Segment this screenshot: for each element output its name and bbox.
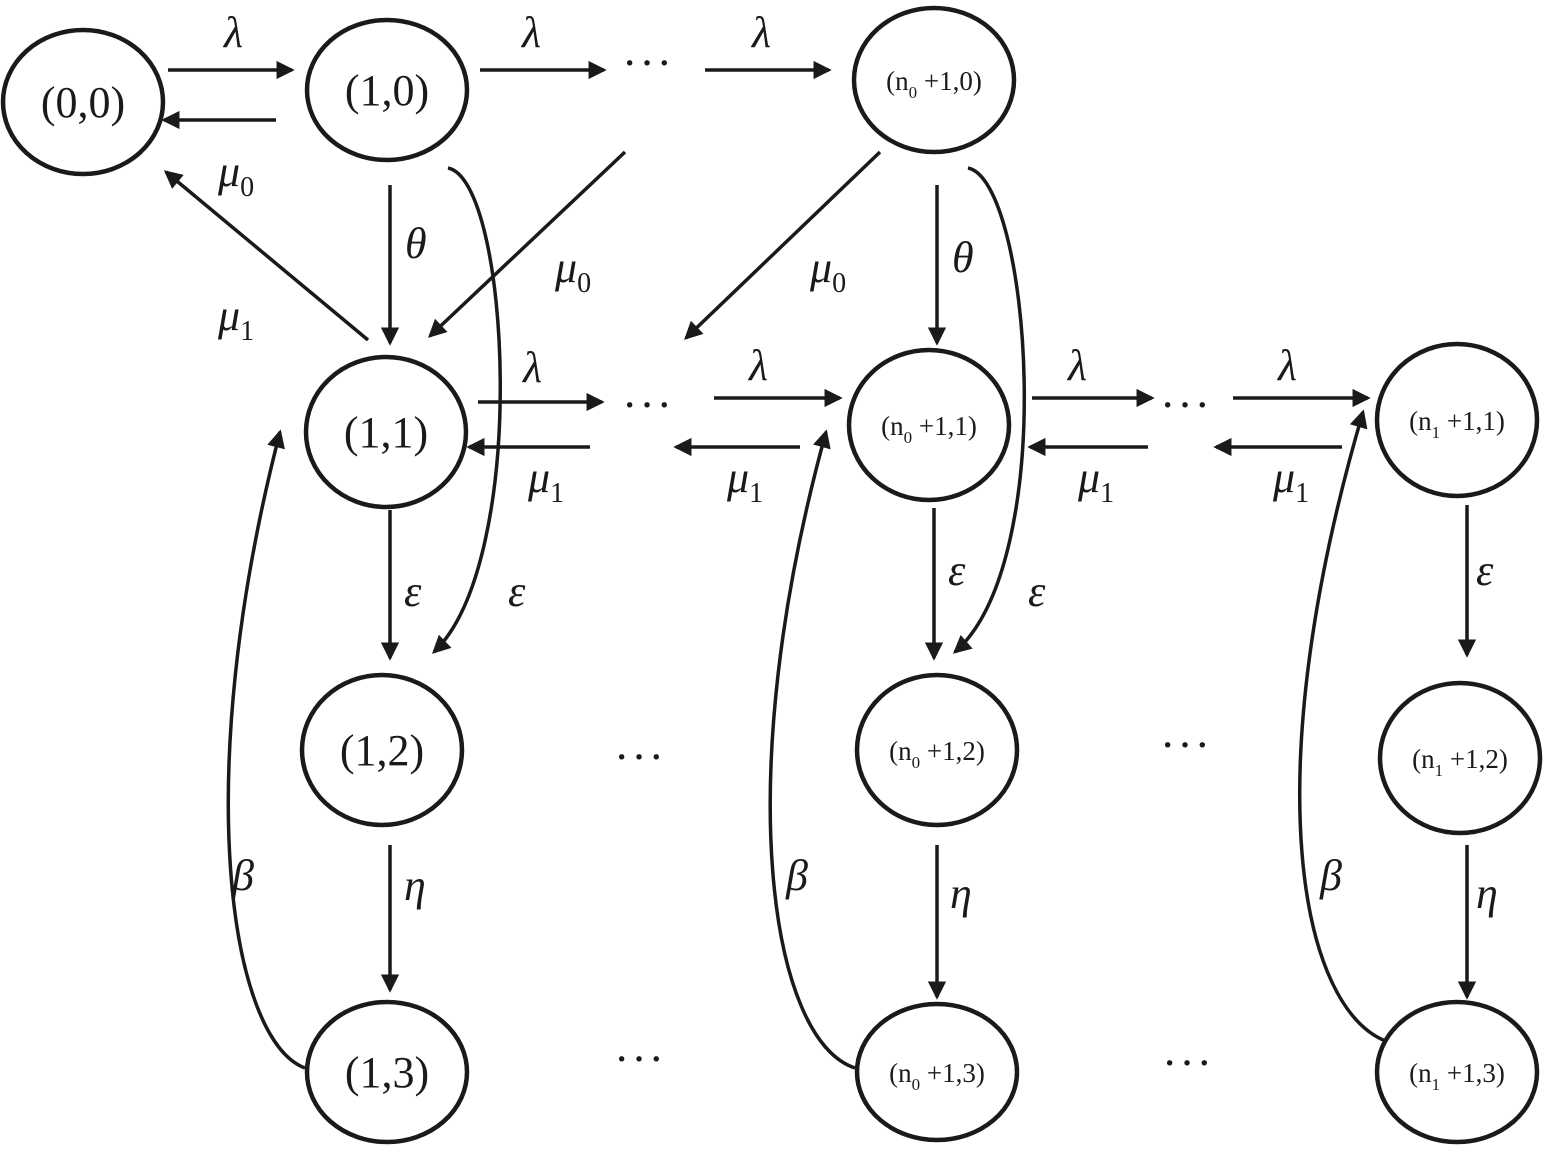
rate-mu1-1: μ1: [217, 291, 254, 347]
edge-11-to-00-mu1: [163, 170, 370, 342]
state-1-2-label: (1,2): [340, 726, 424, 775]
state-1-0-label: (1,0): [345, 66, 429, 115]
rate-lambda-6: λ: [1066, 341, 1087, 390]
rate-beta-3: β: [1319, 851, 1342, 900]
rate-epsilon-1: ε: [404, 567, 422, 616]
edge-n1-3-to-n1-1-beta: [1297, 409, 1389, 1044]
state-n1-1-3: (n1 +1,3): [1374, 999, 1540, 1145]
states: (0,0) (1,0) (n0 +1,0) (1,1) (n0 +1,1) (n…: [0, 5, 1543, 1145]
rate-lambda-1: λ: [222, 8, 243, 57]
state-n0-1-2: (n0 +1,2): [854, 672, 1020, 828]
ellipsis-mid-right: ···: [1160, 379, 1212, 430]
state-n0-1-1-label: (n0 +1,1): [881, 411, 977, 447]
rate-mu0-1: μ0: [217, 147, 254, 203]
edge-dots-to-11-mu0: [428, 150, 627, 338]
state-n0-1-1: (n0 +1,1): [846, 347, 1012, 503]
rate-labels: λ λ λ λ λ λ λ μ0 μ0 μ0 μ1 μ1 μ1 μ1 μ1 θ …: [217, 8, 1498, 918]
edge-n0-0-to-n0-2-epsilon: [952, 166, 1027, 654]
state-1-2: (1,2): [299, 672, 465, 828]
edge-13-to-11-beta: [226, 429, 306, 1070]
state-n1-1-2-label: (n1 +1,2): [1412, 744, 1508, 780]
rate-lambda-3: λ: [750, 8, 771, 57]
state-n1-1-2: (n1 +1,2): [1377, 680, 1543, 836]
rate-eta-3: η: [1476, 869, 1498, 918]
rate-mu0-2: μ0: [554, 243, 591, 299]
rate-lambda-5: λ: [747, 341, 768, 390]
state-1-1: (1,1): [303, 354, 469, 510]
state-n0-1-3-label: (n0 +1,3): [889, 1058, 985, 1094]
rate-epsilon-5: ε: [1476, 546, 1494, 595]
rate-epsilon-2: ε: [508, 567, 526, 616]
rate-mu1-5: μ1: [1272, 453, 1309, 509]
rate-theta-2: θ: [952, 233, 974, 282]
edge-n0-0-to-dots-mu0: [684, 150, 882, 340]
rate-epsilon-3: ε: [948, 546, 966, 595]
state-n1-1-1: (n1 +1,1): [1374, 341, 1540, 499]
rate-beta-1: β: [231, 851, 254, 900]
state-0-0: (0,0): [0, 27, 166, 177]
state-n0-1-2-label: (n0 +1,2): [889, 736, 985, 772]
edge-n0-3-to-n0-1-beta: [768, 429, 856, 1070]
rate-theta-1: θ: [405, 219, 427, 268]
ellipsis-row3-left: ···: [614, 1033, 666, 1084]
rate-lambda-2: λ: [520, 8, 541, 57]
state-n0-1-0: (n0 +1,0): [851, 5, 1017, 155]
rate-lambda-7: λ: [1276, 341, 1297, 390]
ellipses: ··· ··· ··· ··· ··· ··· ···: [614, 37, 1214, 1088]
state-n0-1-3: (n0 +1,3): [854, 1001, 1020, 1143]
rate-mu1-4: μ1: [1077, 453, 1114, 509]
edge-10-to-12-epsilon: [432, 166, 502, 654]
state-0-0-label: (0,0): [41, 78, 125, 127]
state-n0-1-0-label: (n0 +1,0): [886, 66, 982, 102]
ellipsis-row2-right: ···: [1160, 719, 1212, 770]
ellipsis-top: ···: [622, 37, 674, 88]
ellipsis-row3-right: ···: [1162, 1037, 1214, 1088]
state-1-3-label: (1,3): [345, 1048, 429, 1097]
rate-eta-2: η: [950, 869, 972, 918]
state-1-3: (1,3): [304, 999, 470, 1145]
state-n1-1-1-label: (n1 +1,1): [1409, 406, 1505, 442]
state-1-1-label: (1,1): [344, 408, 428, 457]
rate-mu1-2: μ1: [527, 453, 564, 509]
state-1-0: (1,0): [304, 17, 470, 163]
ellipsis-row2-left: ···: [614, 731, 666, 782]
state-n1-1-3-label: (n1 +1,3): [1409, 1058, 1505, 1094]
edges: [161, 60, 1477, 1070]
rate-mu0-3: μ0: [809, 243, 846, 299]
rate-beta-2: β: [785, 851, 808, 900]
rate-eta-1: η: [404, 861, 426, 910]
rate-mu1-3: μ1: [726, 453, 763, 509]
rate-lambda-4: λ: [521, 343, 542, 392]
rate-epsilon-4: ε: [1028, 567, 1046, 616]
ellipsis-mid-left: ···: [622, 379, 674, 430]
